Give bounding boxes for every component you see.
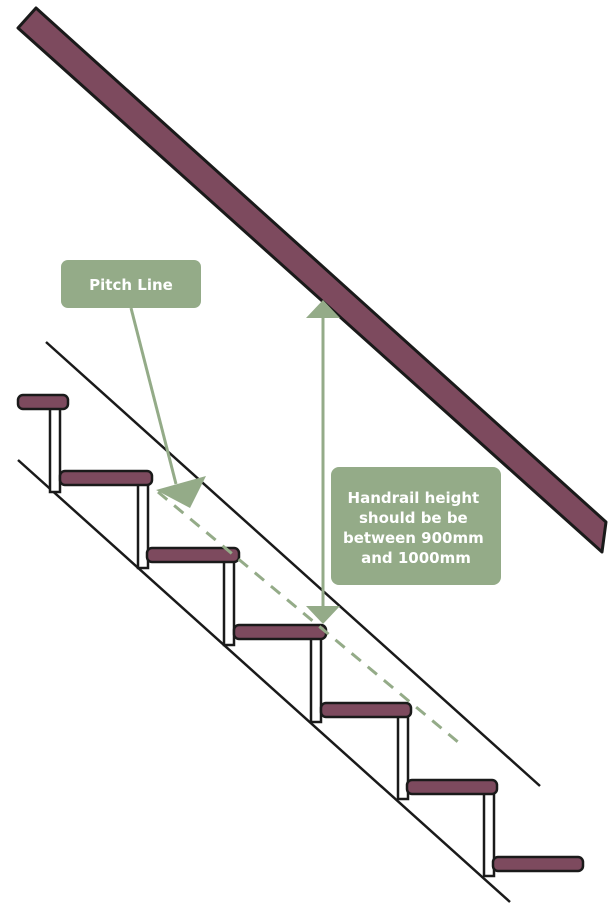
upper-stair-string [45, 341, 541, 787]
tread [58, 469, 154, 487]
treads [16, 393, 585, 873]
svg-text:Handrail height should be: Handrail height should be be between 900… [343, 489, 489, 567]
tread [232, 623, 328, 641]
riser [222, 559, 236, 647]
tread [405, 778, 499, 796]
pitch-line-arrowhead [156, 476, 206, 508]
riser [48, 404, 62, 494]
handrail-height-line-2: should be be [359, 509, 468, 527]
handrail-height-line-1: Handrail height [348, 489, 480, 507]
riser [309, 636, 323, 724]
handrail-height-line-3: between 900mm [343, 529, 484, 547]
handrail-height-arrowhead-bottom [306, 606, 340, 624]
handrail [16, 6, 608, 554]
tread [319, 701, 413, 719]
handrail-height-callout [331, 467, 501, 585]
tread [145, 546, 241, 564]
pitch-line-callout [61, 260, 201, 308]
pitch-line-label: Pitch Line [89, 276, 173, 294]
tread [16, 393, 70, 411]
lower-stair-string [17, 459, 511, 903]
handrail-height-line-4: and 1000mm [361, 549, 471, 567]
handrail-height-arrowhead-top [306, 300, 340, 318]
pitch-line-arrow-shaft [129, 307, 178, 485]
pitch-line [157, 490, 459, 744]
tread [491, 855, 585, 873]
